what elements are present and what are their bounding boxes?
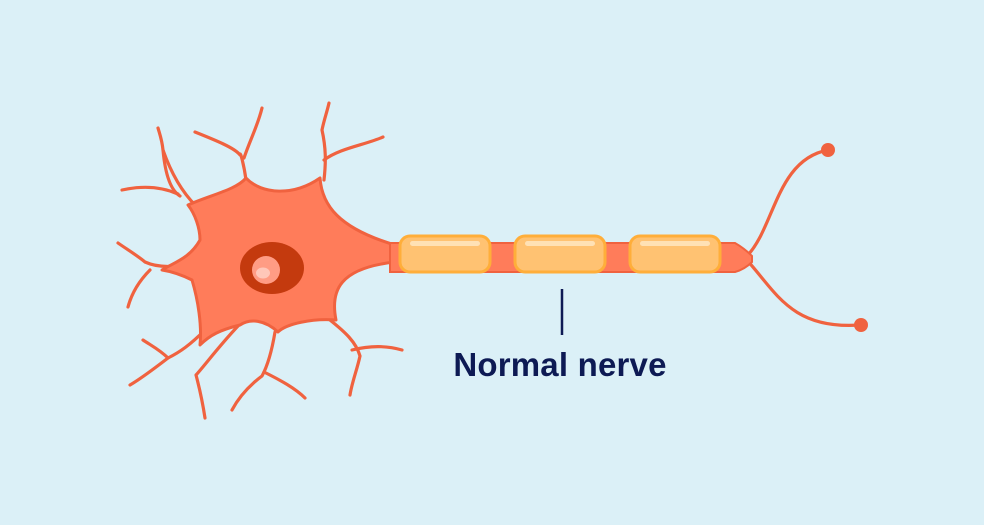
dendrite — [120, 185, 180, 196]
myelin-highlight — [525, 241, 595, 246]
dendrite — [242, 106, 264, 160]
dendrite — [262, 370, 307, 400]
label-normal-nerve: Normal nerve — [453, 346, 667, 383]
dendrite — [230, 330, 277, 412]
dendrite — [194, 324, 240, 420]
dendrite — [193, 130, 248, 182]
myelin-highlight — [640, 241, 710, 246]
axon-terminal-bulb — [821, 143, 835, 157]
dendrite — [322, 135, 385, 162]
myelin-sheaths — [398, 234, 722, 274]
axon-terminal-branches — [743, 148, 862, 327]
dendrite — [350, 345, 404, 352]
axon-terminal-bulb — [854, 318, 868, 332]
nucleolus-highlight — [256, 267, 270, 279]
dendrite — [320, 101, 331, 182]
myelin-highlight — [410, 241, 480, 246]
dendrite — [126, 268, 152, 309]
dendrite — [328, 318, 362, 397]
dendrite — [128, 356, 170, 387]
